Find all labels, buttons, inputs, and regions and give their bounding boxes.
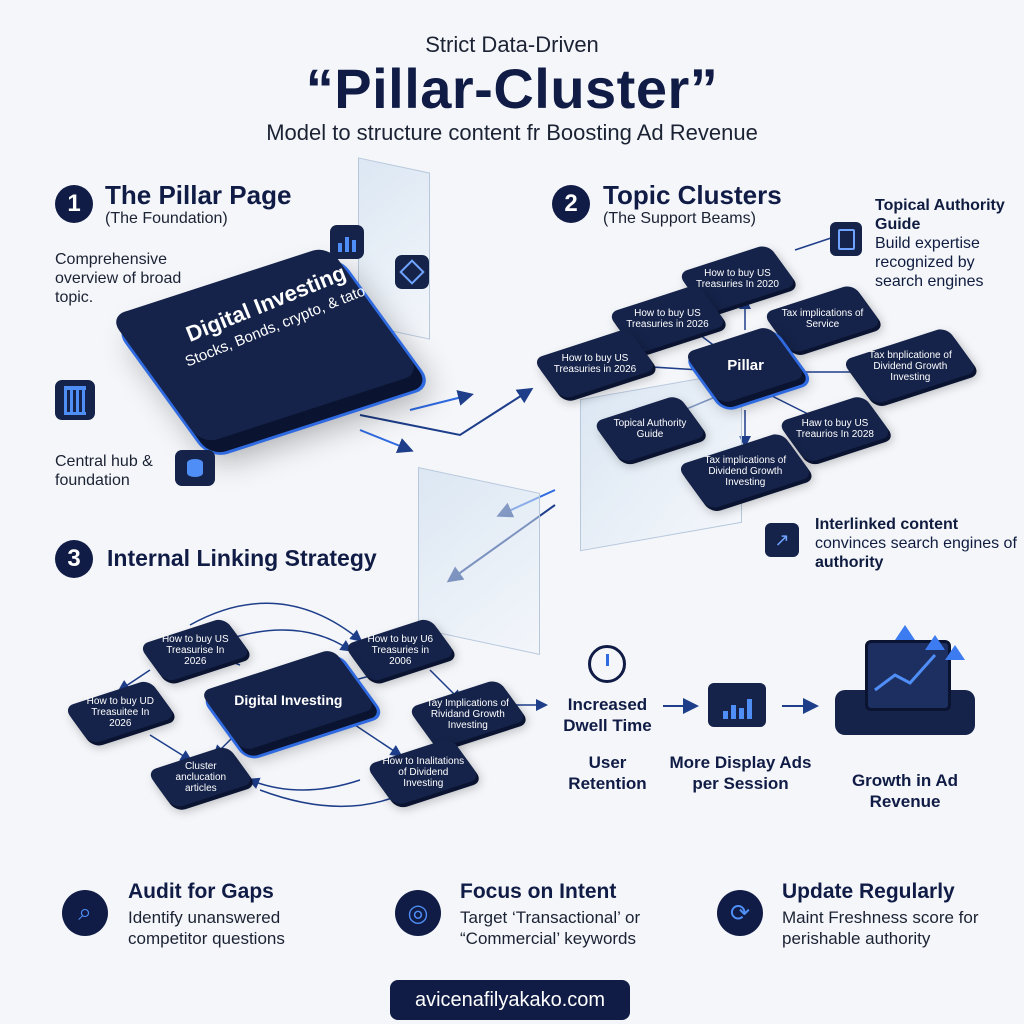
- pretitle: Strict Data-Driven: [425, 32, 599, 57]
- bar-chart-icon: [330, 225, 364, 259]
- pillar-page-block: Digital Investing Stocks, Bonds, crypto,…: [109, 245, 430, 450]
- refresh-icon: ⟳: [717, 890, 763, 936]
- database-icon: [175, 450, 215, 486]
- section1-note-bottom: Central hub & foundation: [55, 453, 153, 489]
- revenue-growth-icon: [835, 625, 975, 735]
- display-ads-icon: [708, 683, 766, 727]
- tip-intent-title: Focus on Intent: [460, 880, 617, 903]
- guide-callout: Topical Authority Guide Build expertise …: [875, 196, 1020, 291]
- footer-site-link[interactable]: avicenafilyakako.com: [390, 980, 630, 1020]
- flow-growth: Growth in Ad Revenue: [851, 771, 959, 811]
- arrow-pillar-to-cluster-3: [359, 429, 414, 453]
- interlinked-title: Interlinked content: [815, 516, 959, 533]
- section1-number: 1: [55, 185, 93, 223]
- section1-subtitle: (The Foundation): [105, 210, 228, 227]
- stopwatch-icon: [588, 645, 626, 683]
- guide-title: Topical Authority Guide: [875, 197, 1005, 233]
- arrow-pillar-to-cluster-1: [409, 390, 474, 411]
- tip-audit-text: Identify unanswered competitor questions: [128, 908, 285, 948]
- trend-icon: ↗: [765, 523, 799, 557]
- interlinked-bold: authority: [815, 554, 884, 571]
- document-icon: [830, 222, 862, 256]
- section3-number: 3: [55, 540, 93, 578]
- section2-title: Topic Clusters: [603, 180, 782, 210]
- interlinked-callout: Interlinked content convinces search eng…: [815, 515, 1020, 572]
- tip-update-text: Maint Freshness score for perishable aut…: [782, 908, 979, 948]
- section1-note-top: Comprehensive overview of broad topic.: [55, 251, 182, 306]
- section2-subtitle: (The Support Beams): [603, 210, 756, 227]
- guide-text: Build expertise recognized by search eng…: [875, 235, 984, 290]
- tip-update-title: Update Regularly: [782, 880, 955, 903]
- page-title: “Pillar-Cluster”: [305, 57, 719, 120]
- flow-dwell-time: Increased Dwell Time: [563, 695, 652, 735]
- target-icon: ◎: [395, 890, 441, 936]
- building-icon: [55, 380, 95, 420]
- tip-audit-title: Audit for Gaps: [128, 880, 274, 903]
- search-icon: ⌕: [62, 890, 108, 936]
- page-subtitle: Model to structure content fr Boosting A…: [266, 120, 758, 145]
- section2-number: 2: [552, 185, 590, 223]
- interlinked-text: convinces search engines of: [815, 535, 1017, 552]
- flow-display-ads: More Display Ads per Session: [669, 753, 812, 793]
- section1-title: The Pillar Page: [105, 180, 292, 210]
- flow-user-retention: User Retention: [568, 753, 647, 793]
- tip-intent-text: Target ‘Transactional’ or “Commercial’ k…: [460, 908, 641, 948]
- arrow-pillar-to-cluster-2: [359, 387, 534, 437]
- section3-title: Internal Linking Strategy: [107, 545, 377, 571]
- blocks-icon: [395, 255, 429, 289]
